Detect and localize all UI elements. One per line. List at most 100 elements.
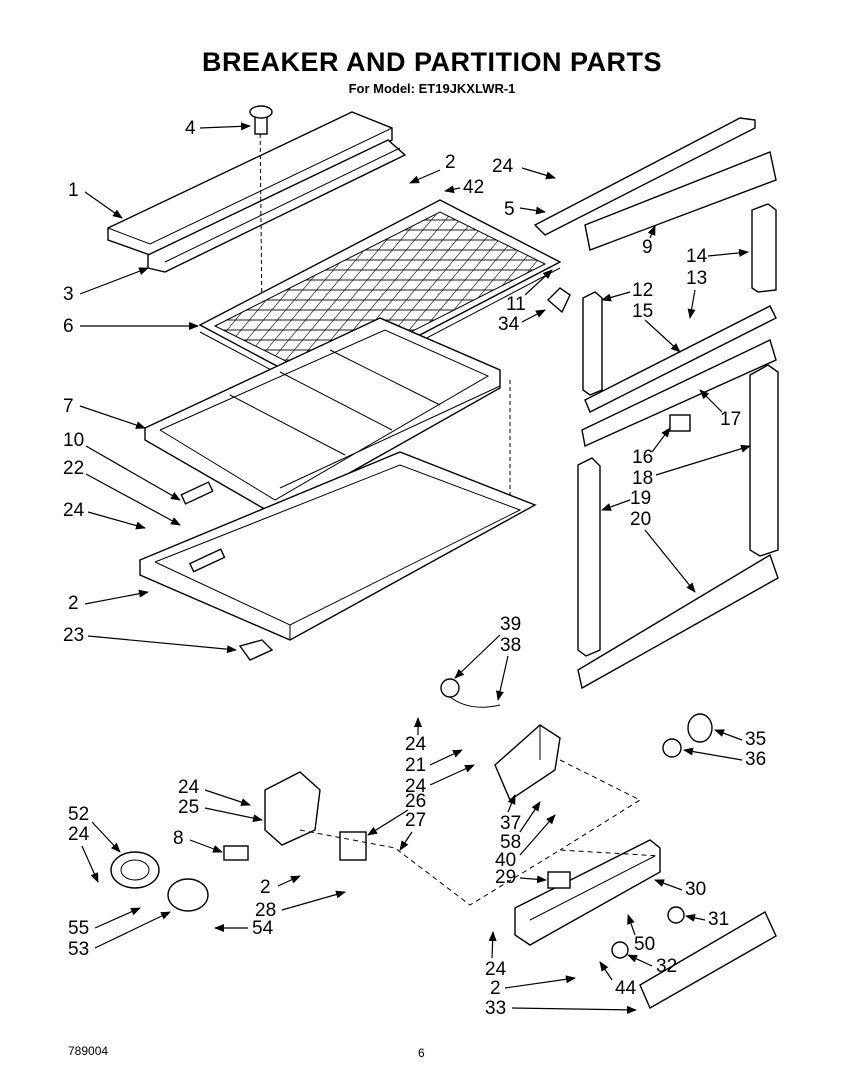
callout-22: 22 [63, 458, 181, 526]
callout-label: 15 [632, 301, 653, 322]
callout-label: 30 [685, 879, 706, 900]
callout-31: 31 [685, 909, 729, 930]
bracket-52 [110, 851, 160, 889]
callout-label: 2 [490, 978, 501, 999]
callout-label: 36 [745, 749, 766, 770]
callout-label: 40 [495, 850, 516, 871]
callout-label: 19 [630, 488, 651, 509]
document-code: 789004 [68, 1044, 109, 1058]
callout-11: 11 [506, 269, 553, 315]
callout-label: 4 [185, 118, 196, 139]
rail-17 [581, 339, 777, 448]
callout-label: 20 [630, 509, 651, 530]
callout-14: 14 [686, 246, 749, 267]
callout-label: 24 [405, 734, 427, 755]
callout-label: 31 [708, 909, 729, 930]
callout-26: 26 [367, 791, 426, 836]
callout-28: 28 [255, 890, 346, 921]
page-title: BREAKER AND PARTITION PARTS [201, 47, 662, 77]
callout-label: 38 [500, 635, 521, 656]
callout-label: 34 [498, 314, 520, 335]
callout-label: 13 [686, 268, 707, 289]
callout-1: 1 [68, 180, 123, 219]
callout-label: 42 [463, 177, 484, 198]
bracket-23 [238, 639, 274, 661]
rail-15 [584, 305, 777, 413]
callout-2-top: 2 [409, 152, 456, 184]
callout-27: 27 [399, 810, 426, 851]
callout-label: 54 [252, 918, 274, 939]
assembly-lines [299, 759, 661, 906]
callout-label: 24 [492, 156, 514, 177]
callout-25: 25 [178, 797, 263, 823]
callout-2-br: 2 [490, 975, 576, 999]
callout-7: 7 [63, 396, 146, 429]
callout-58: 58 [500, 801, 541, 853]
callout-label: 2 [68, 593, 79, 614]
callout-label: 2 [445, 152, 456, 173]
callout-label: 21 [405, 755, 426, 776]
callout-label: 5 [504, 199, 515, 220]
callout-24-left: 24 [63, 500, 146, 530]
callout-label: 29 [495, 867, 516, 888]
switch-29 [547, 871, 571, 889]
mullion-18 [749, 364, 779, 557]
callout-6: 6 [63, 316, 199, 337]
callout-label: 9 [642, 237, 653, 258]
callout-24-top: 24 [492, 156, 556, 180]
switch-26 [339, 831, 367, 861]
callout-55: 55 [68, 907, 141, 939]
callout-33: 33 [485, 998, 637, 1019]
callout-9: 9 [642, 225, 656, 258]
callout-24-mid-a: 24 [405, 717, 427, 755]
bottom-tray-22 [139, 451, 537, 641]
hinge-34 [546, 287, 571, 314]
callout-label: 1 [68, 180, 79, 201]
callout-12: 12 [601, 280, 653, 302]
callout-label: 32 [656, 956, 677, 977]
callout-5: 5 [504, 199, 546, 220]
callout-52: 52 [68, 804, 121, 853]
callout-label: 35 [745, 729, 766, 750]
callout-label: 39 [500, 614, 521, 635]
callout-label: 18 [632, 468, 653, 489]
callout-label: 23 [63, 625, 84, 646]
callout-label: 28 [255, 900, 276, 921]
callout-24-mid-b: 24 [405, 764, 475, 797]
callout-40: 40 [495, 814, 556, 871]
callout-label: 17 [720, 409, 741, 430]
callout-20: 20 [630, 509, 696, 593]
callout-label: 2 [260, 877, 271, 898]
lamp-35 [662, 713, 713, 758]
callout-30: 30 [654, 879, 706, 900]
callout-32: 32 [627, 954, 677, 977]
callout-label: 8 [173, 828, 184, 849]
callout-4: 4 [185, 118, 251, 139]
callout-3: 3 [63, 267, 149, 305]
clip-16 [669, 414, 691, 432]
light-bulb-39 [440, 678, 501, 708]
callout-label: 44 [615, 978, 637, 999]
callout-label: 24 [485, 959, 507, 980]
mullion-14 [751, 203, 777, 293]
callout-label: 24 [405, 776, 427, 797]
callout-23: 23 [63, 625, 237, 654]
callout-label: 26 [405, 791, 426, 812]
callout-2-left: 2 [68, 589, 149, 614]
callout-label: 55 [68, 918, 89, 939]
callout-24-br: 24 [485, 931, 507, 980]
screw-4 [249, 105, 273, 135]
partition-frame-7 [144, 317, 511, 516]
rail-20 [577, 553, 779, 690]
callout-24-mid-c: 24 [178, 777, 251, 806]
callout-36: 36 [683, 747, 766, 770]
callout-50: 50 [627, 914, 655, 955]
callout-29: 29 [495, 867, 547, 888]
top-rail-channel [107, 111, 407, 321]
mullion-19 [577, 457, 601, 657]
control-housing-30 [514, 839, 661, 946]
mullion-12 [582, 291, 603, 396]
breaker-grid-6 [198, 199, 562, 396]
callout-label: 37 [500, 813, 521, 834]
